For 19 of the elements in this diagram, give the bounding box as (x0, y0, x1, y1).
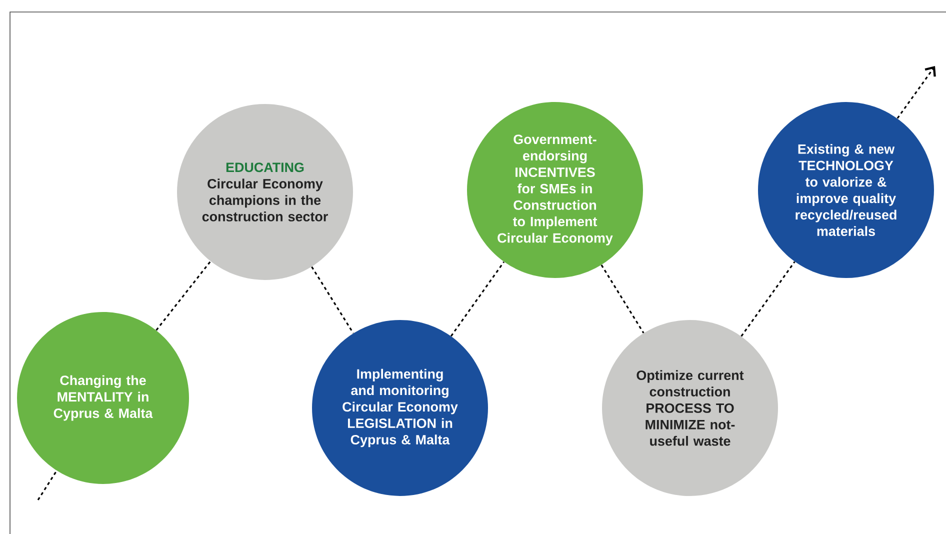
dotted-connector (156, 260, 212, 331)
step-text: Government-endorsing INCENTIVES for SMEs in Construction to Implement Circular Economy (498, 134, 613, 246)
step-text: EDUCATING Circular Economy champions in the construction sector (202, 162, 328, 222)
dotted-connector (600, 264, 644, 334)
dotted-connector (450, 261, 505, 337)
dotted-connector (37, 470, 58, 500)
step-circle (467, 102, 643, 278)
step-text: Implementing and monitoring Circular Economy LEGISLATION in Cyprus & Malta (342, 368, 458, 448)
dotted-connector (740, 261, 796, 337)
dotted-connector (311, 266, 354, 334)
step-circle (602, 320, 778, 496)
arrow (896, 66, 936, 119)
step-text: Existing & new TECHNOLOGY to valorize & improve quality recycled/reused materials (796, 144, 896, 236)
step-circle (17, 312, 189, 484)
step-circle (312, 320, 488, 496)
step-text: Changing the MENTALITY in Cyprus & Malta (54, 375, 153, 421)
step-circle (177, 104, 353, 280)
step-circle (758, 102, 934, 278)
step-text: Optimize current construction PROCESS TO MINIMIZE not-useful waste (636, 370, 744, 446)
